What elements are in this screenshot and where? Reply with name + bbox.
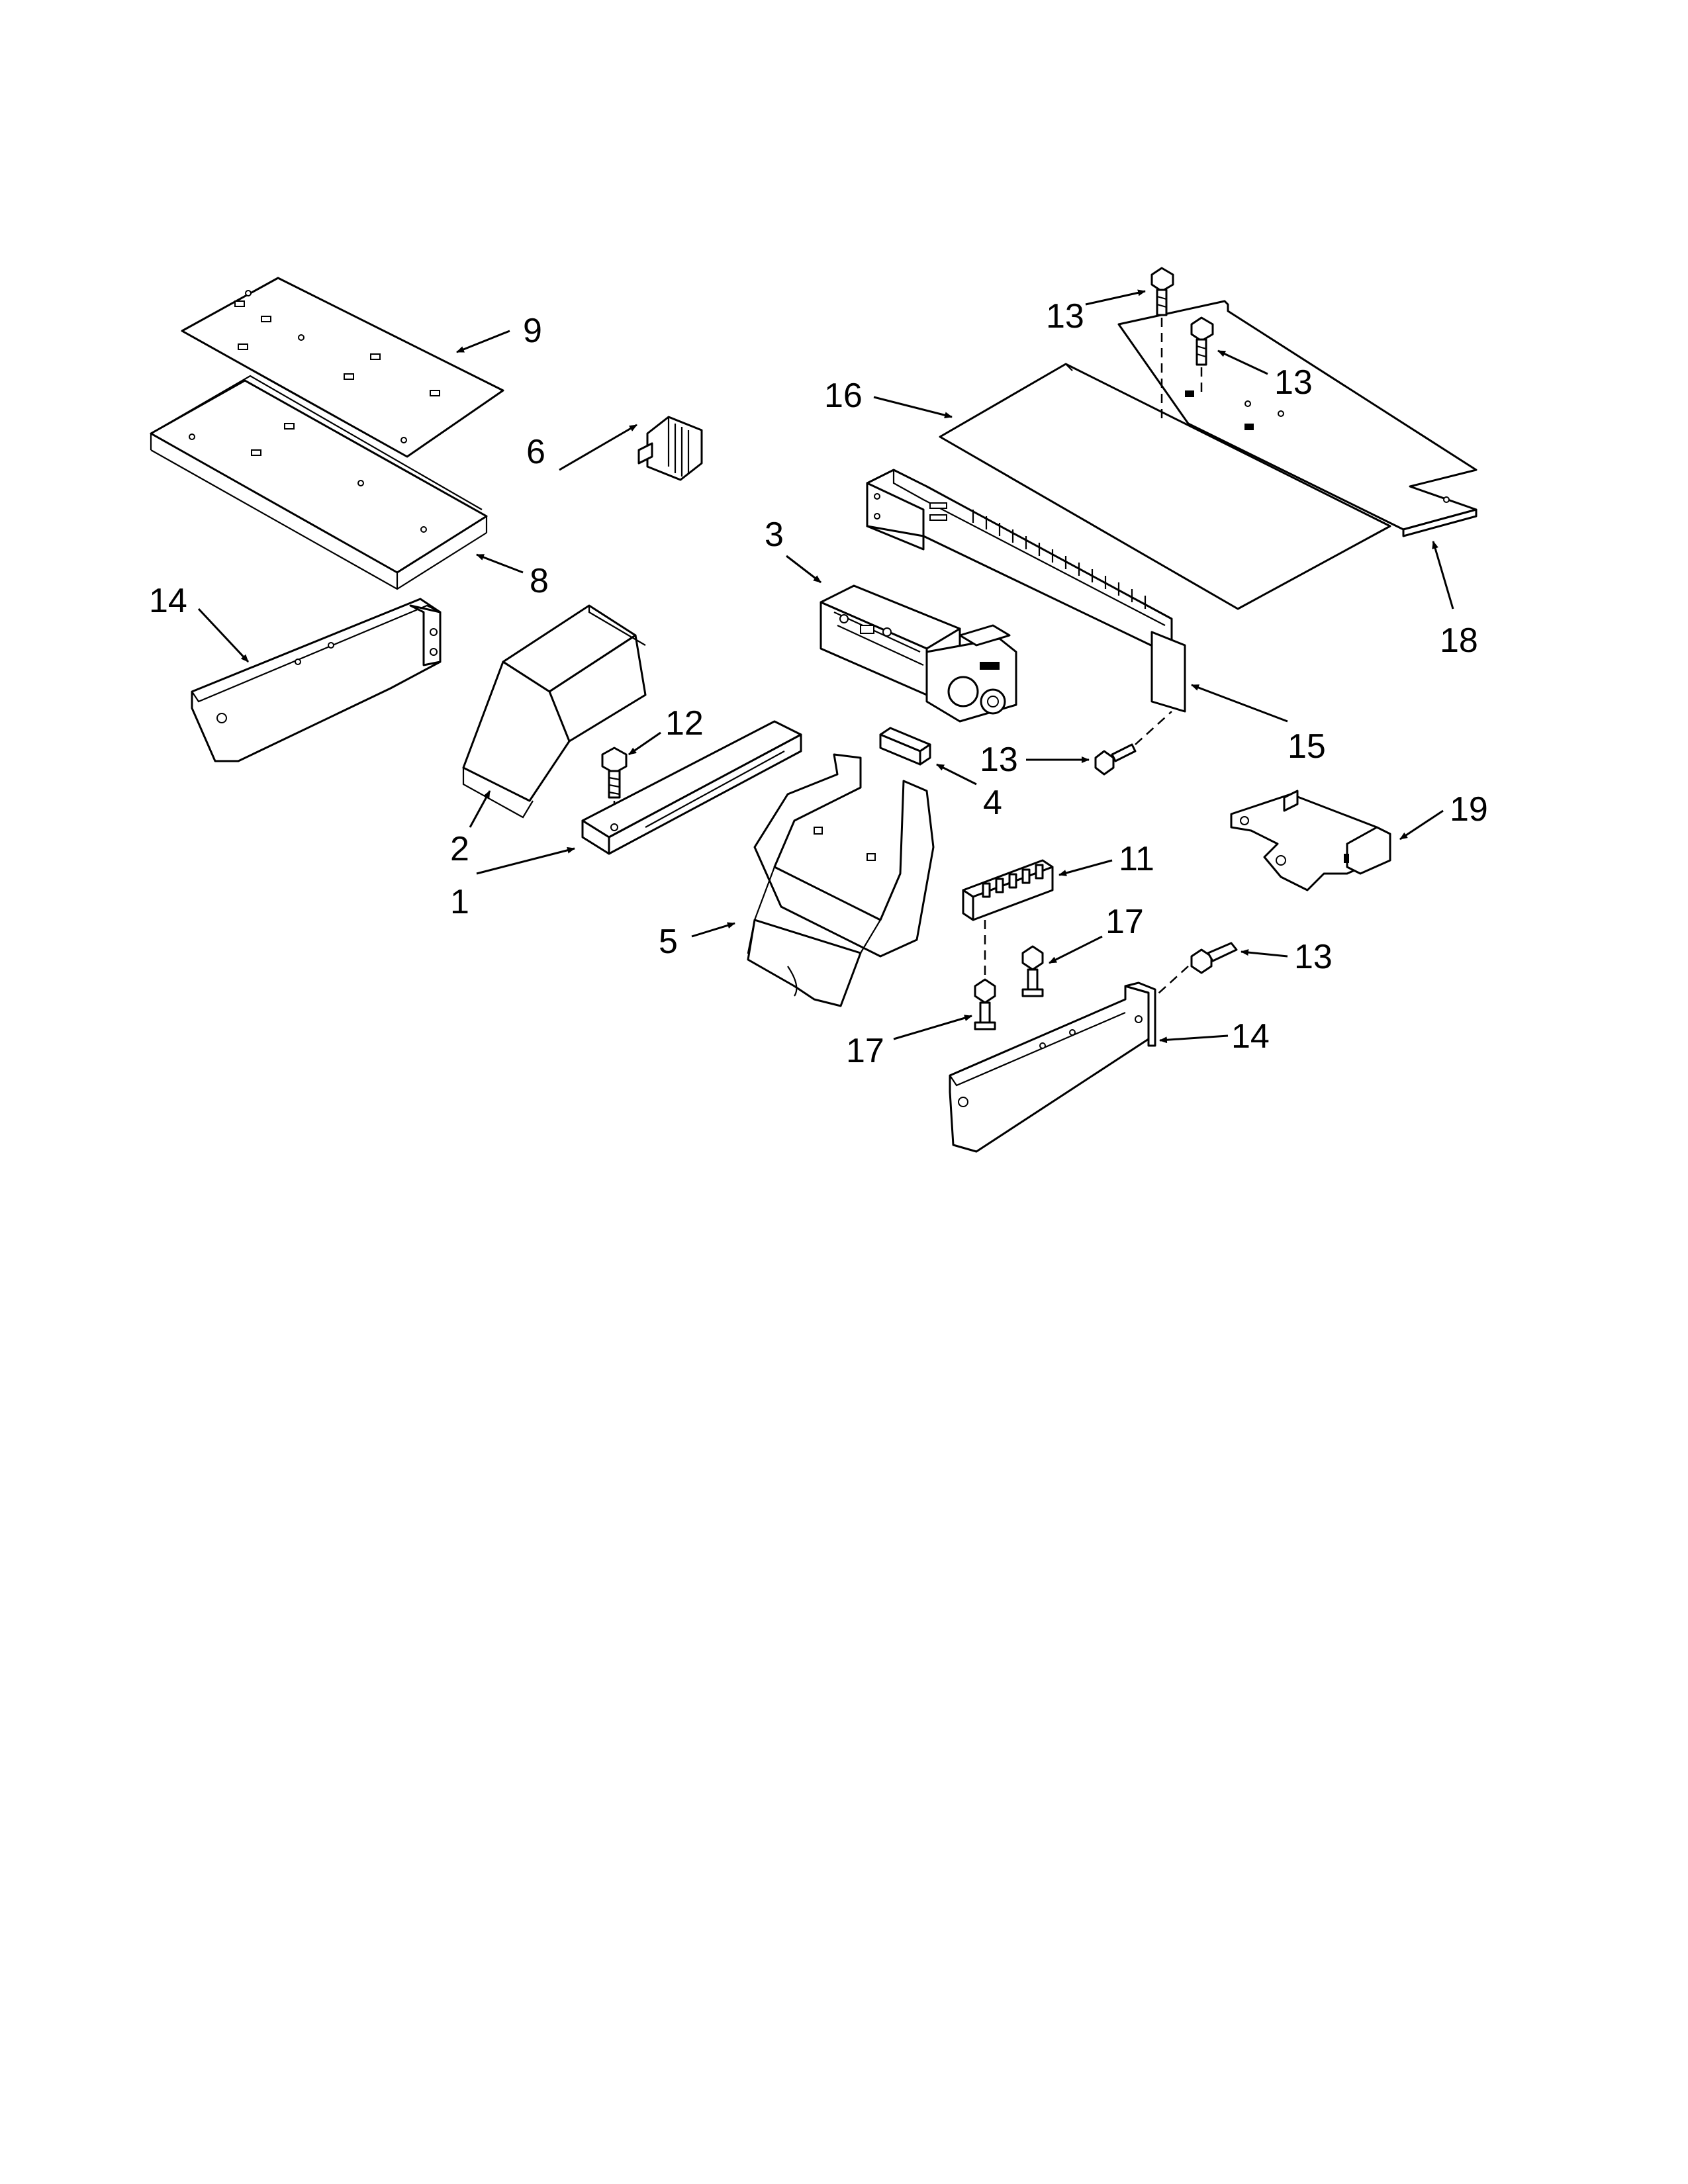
part-12-screw[interactable] bbox=[601, 747, 628, 824]
part-14-left-side-bracket[interactable] bbox=[191, 598, 442, 762]
callout-2: 2 bbox=[450, 790, 491, 868]
part-17-screw-a[interactable] bbox=[1021, 945, 1044, 997]
callout-label: 13 bbox=[980, 741, 1018, 779]
callout-label: 2 bbox=[450, 830, 469, 868]
callout-17-right: 17 bbox=[1049, 903, 1144, 964]
callout-18: 18 bbox=[1432, 541, 1478, 660]
part-13-screw-top-b[interactable] bbox=[1190, 316, 1214, 397]
callout-label: 13 bbox=[1046, 297, 1084, 336]
callout-label: 11 bbox=[1119, 840, 1154, 878]
callout-label: 16 bbox=[824, 377, 863, 415]
callout-label: 6 bbox=[526, 433, 545, 471]
part-9-top-panel[interactable] bbox=[181, 277, 504, 458]
part-16-top-panel[interactable] bbox=[939, 363, 1391, 610]
callout-14-left: 14 bbox=[149, 582, 250, 663]
part-6-transformer[interactable] bbox=[637, 416, 703, 481]
part-13-screw-middle[interactable] bbox=[1094, 711, 1172, 776]
callout-label: 5 bbox=[659, 923, 678, 961]
callout-8: 8 bbox=[476, 553, 549, 600]
callout-5: 5 bbox=[659, 922, 735, 961]
callout-17-left: 17 bbox=[846, 1015, 972, 1070]
callout-15: 15 bbox=[1191, 684, 1326, 766]
part-11-terminal-block[interactable] bbox=[962, 859, 1054, 986]
part-4-block[interactable] bbox=[879, 727, 931, 766]
callout-19: 19 bbox=[1399, 790, 1488, 841]
callout-13-top-right: 13 bbox=[1217, 349, 1313, 402]
callout-label: 15 bbox=[1288, 727, 1326, 766]
callout-13-middle: 13 bbox=[980, 741, 1090, 779]
callout-label: 4 bbox=[983, 784, 1002, 822]
callout-1: 1 bbox=[450, 846, 575, 921]
part-5-shield[interactable] bbox=[747, 753, 935, 1007]
part-17-screw-b[interactable] bbox=[974, 978, 996, 1030]
part-18-rear-panel[interactable] bbox=[1117, 300, 1477, 537]
part-19-bracket-plate[interactable] bbox=[1230, 790, 1391, 891]
part-3-valve-assembly[interactable] bbox=[820, 584, 1017, 723]
callout-12: 12 bbox=[628, 704, 704, 756]
callout-label: 14 bbox=[149, 582, 187, 620]
callout-14-right: 14 bbox=[1159, 1017, 1270, 1056]
part-13-screw-top-a[interactable] bbox=[1150, 267, 1174, 424]
callout-label: 12 bbox=[665, 704, 704, 743]
callout-11: 11 bbox=[1058, 840, 1154, 878]
callout-label: 18 bbox=[1440, 621, 1478, 660]
part-13-screw-lower[interactable] bbox=[1151, 942, 1238, 1000]
callout-4: 4 bbox=[936, 763, 1002, 822]
part-2-air-duct[interactable] bbox=[462, 604, 647, 819]
callout-label: 13 bbox=[1274, 363, 1313, 402]
callout-13-lower: 13 bbox=[1241, 938, 1333, 976]
callout-label: 19 bbox=[1450, 790, 1488, 829]
callout-label: 14 bbox=[1231, 1017, 1270, 1056]
callout-13-top-left: 13 bbox=[1046, 289, 1146, 336]
callout-3: 3 bbox=[765, 516, 821, 584]
callout-6: 6 bbox=[526, 424, 637, 471]
part-15-vent-panel[interactable] bbox=[866, 469, 1186, 713]
callout-16: 16 bbox=[824, 377, 953, 419]
callout-label: 1 bbox=[450, 883, 469, 921]
callout-label: 9 bbox=[523, 312, 542, 350]
part-8-base-tray[interactable] bbox=[150, 375, 488, 590]
callout-label: 17 bbox=[846, 1032, 884, 1070]
callout-label: 3 bbox=[765, 516, 784, 554]
vent-slots bbox=[929, 502, 1147, 609]
callout-label: 17 bbox=[1105, 903, 1144, 941]
part-14-right-side-bracket[interactable] bbox=[949, 981, 1156, 1153]
callout-label: 13 bbox=[1294, 938, 1333, 976]
callout-label: 8 bbox=[530, 562, 549, 600]
callout-9: 9 bbox=[456, 312, 542, 353]
part-1-bracket[interactable] bbox=[581, 720, 802, 855]
